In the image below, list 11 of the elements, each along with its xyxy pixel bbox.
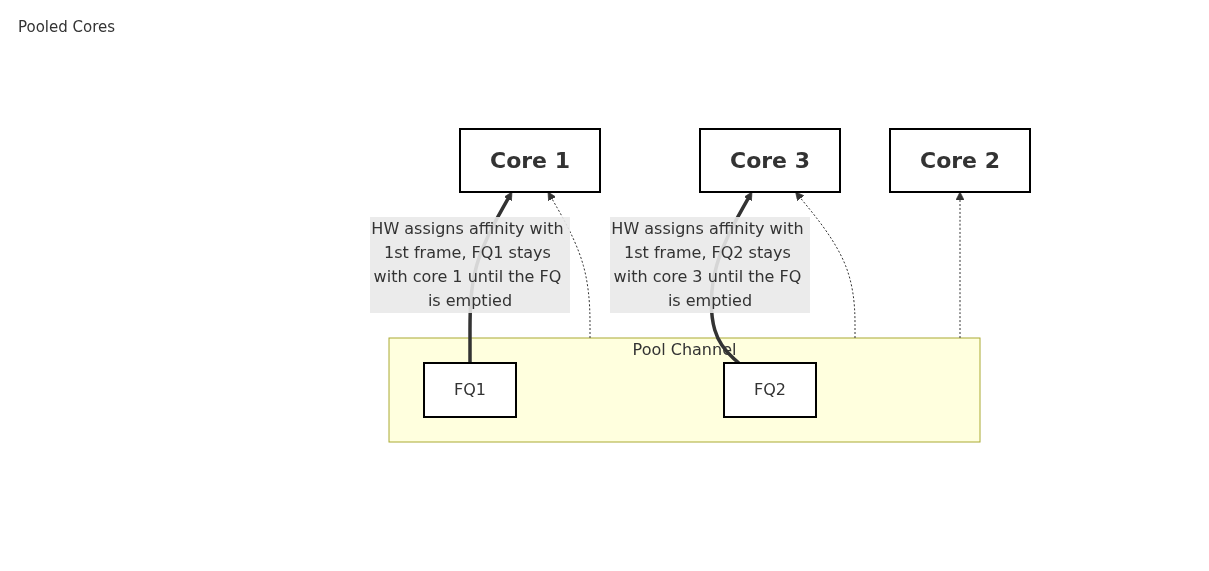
node-box: FQ2 <box>722 362 817 418</box>
arrow <box>547 191 590 339</box>
arrow <box>955 191 964 339</box>
edge-label: HW assigns affinity with 1st frame, FQ2 stays with core 3 until the FQ is emptied <box>610 219 804 310</box>
node-box: Core 3 <box>698 128 841 193</box>
node-box: Core 1 <box>458 128 601 193</box>
note-text: Pooled Cores <box>18 18 117 36</box>
arrow <box>794 191 855 339</box>
edge-label: HW assigns affinity with 1st frame, FQ1 stays with core 1 until the FQ is emptied <box>370 219 564 310</box>
node-box: Core 2 <box>888 128 1031 193</box>
node-box: FQ1 <box>422 362 517 418</box>
